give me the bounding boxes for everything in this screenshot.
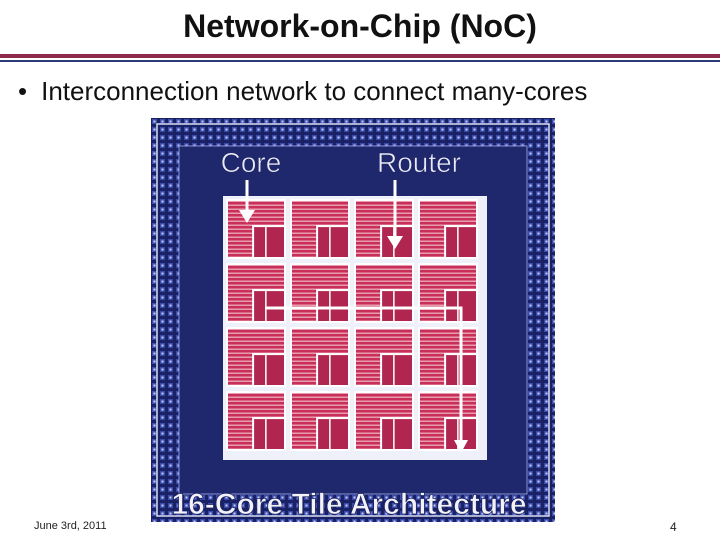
bullet-text: Interconnection network to connect many-… — [41, 76, 588, 106]
bullet-marker: • — [18, 76, 28, 106]
core-tile — [290, 263, 351, 324]
router-label: Router — [377, 147, 461, 178]
core-tile — [226, 199, 286, 259]
core-tile — [354, 327, 415, 388]
core-tile — [354, 391, 415, 452]
router-block — [316, 353, 351, 388]
router-block — [380, 289, 415, 324]
core-tile — [354, 263, 415, 324]
core-tile — [290, 199, 351, 259]
slide-title: Network-on-Chip (NoC) — [183, 8, 537, 44]
router-block — [252, 353, 286, 388]
core-tile — [290, 327, 351, 388]
title-rule-red — [0, 54, 720, 58]
tile-grid — [226, 199, 479, 452]
core-label: Core — [221, 147, 282, 178]
router-block — [444, 289, 479, 324]
router-block — [316, 289, 351, 324]
router-block — [252, 417, 286, 452]
router-block — [444, 225, 479, 259]
core-tile — [290, 391, 351, 452]
core-tile — [354, 199, 415, 259]
router-block — [316, 225, 351, 259]
page-number: 4 — [670, 520, 677, 534]
title-rule-blue — [0, 60, 720, 62]
footer-date: June 3rd, 2011 — [34, 520, 107, 532]
core-tile — [226, 263, 286, 324]
bullet-item: • Interconnection network to connect many… — [18, 76, 587, 107]
router-block — [316, 417, 351, 452]
core-tile — [418, 327, 479, 388]
core-tile — [418, 391, 479, 452]
route-path — [265, 306, 468, 453]
core-tile — [418, 199, 479, 259]
router-pointer-arrow — [387, 180, 403, 249]
core-tile — [226, 391, 286, 452]
noc-chip-figure: Core Router 16-Core Tile Architecture — [151, 118, 555, 522]
core-tile — [418, 263, 479, 324]
router-block — [252, 289, 286, 324]
router-block — [380, 417, 415, 452]
core-tile — [226, 327, 286, 388]
router-block — [380, 353, 415, 388]
core-pointer-arrow — [239, 180, 255, 223]
die-border — [156, 123, 550, 517]
figure-caption: 16-Core Tile Architecture — [171, 488, 526, 521]
router-block — [252, 225, 286, 259]
